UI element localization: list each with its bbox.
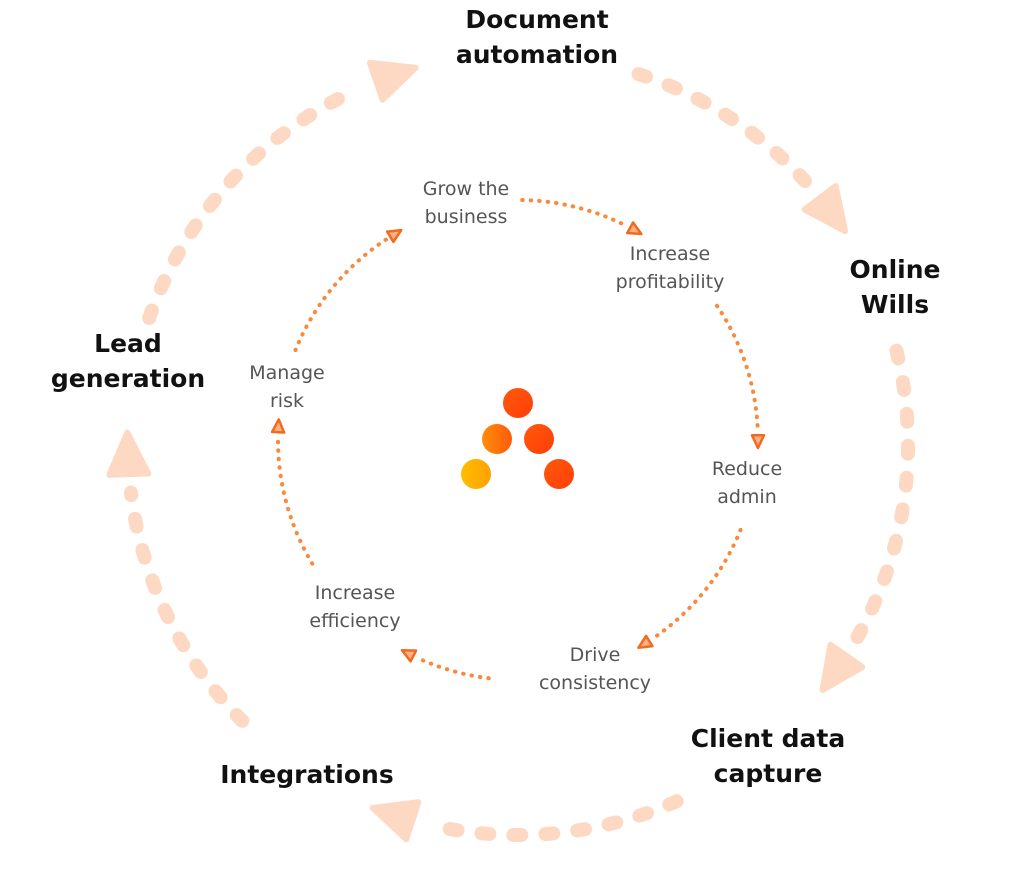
label-line: Online — [849, 255, 941, 284]
arrowhead-icon — [625, 221, 643, 236]
label-line: Reduce — [711, 458, 783, 480]
arc-segment — [848, 343, 915, 647]
arc-segment — [650, 527, 743, 641]
arrowhead-icon — [750, 433, 766, 450]
arc-segment — [414, 655, 491, 681]
label-line: Increase — [314, 582, 396, 604]
label-line: Document — [465, 5, 609, 34]
outer-label-lead-generation: Lead generation — [51, 326, 205, 396]
label-line: Lead — [94, 329, 162, 358]
arc-segment — [123, 485, 250, 728]
arc-segment — [714, 303, 760, 434]
label-line: automation — [455, 40, 619, 69]
arrowhead-icon — [369, 799, 422, 843]
arc-segment — [520, 198, 629, 229]
label-line: generation — [50, 364, 206, 393]
outer-label-integrations: Integrations — [220, 757, 393, 792]
inner-label-increase-profitability: Increase profitability — [616, 240, 725, 296]
arc-segment — [631, 67, 815, 192]
arrowhead-icon — [366, 59, 419, 103]
arc-segment — [276, 433, 315, 566]
inner-cycle-arrows — [270, 198, 766, 681]
label-line: capture — [713, 759, 823, 788]
label-line: efficiency — [309, 610, 401, 632]
arrowhead-icon — [400, 648, 418, 663]
logo-dot — [544, 459, 574, 489]
inner-label-drive-consistency: Drive consistency — [539, 641, 651, 697]
label-line: profitability — [615, 271, 725, 293]
logo-dot — [524, 424, 554, 454]
arrowhead-icon — [270, 418, 286, 434]
label-line: Integrations — [220, 760, 394, 789]
arrowhead-icon — [106, 429, 152, 478]
label-line: Wills — [860, 290, 930, 319]
outer-label-client-data-capture: Client data capture — [691, 721, 845, 791]
arc-segment — [142, 81, 367, 326]
outer-label-document-automation: Document automation — [456, 2, 618, 72]
arc-segment — [293, 236, 390, 353]
label-line: Client data — [690, 724, 846, 753]
inner-label-increase-efficiency: Increase efficiency — [309, 579, 400, 635]
arrowhead-icon — [637, 634, 654, 650]
label-line: Manage — [249, 362, 325, 384]
logo-dot — [482, 424, 512, 454]
label-line: Grow the — [422, 178, 510, 200]
label-line: risk — [269, 390, 304, 412]
logo-dot — [461, 459, 491, 489]
arrowhead-icon — [801, 183, 849, 235]
inner-label-grow-business: Grow the business — [423, 175, 510, 231]
inner-label-reduce-admin: Reduce admin — [712, 455, 782, 511]
logo-icon — [461, 388, 574, 489]
arrowhead-icon — [385, 228, 403, 244]
logo-dot — [503, 388, 533, 418]
label-line: business — [424, 206, 508, 228]
label-line: consistency — [538, 672, 652, 694]
outer-cycle-arrows — [106, 59, 915, 843]
arc-segment — [423, 794, 684, 842]
label-line: Drive — [569, 644, 621, 666]
label-line: Increase — [629, 243, 711, 265]
label-line: admin — [717, 486, 777, 508]
arrowhead-icon — [819, 641, 866, 693]
inner-label-manage-risk: Manage risk — [249, 359, 324, 415]
